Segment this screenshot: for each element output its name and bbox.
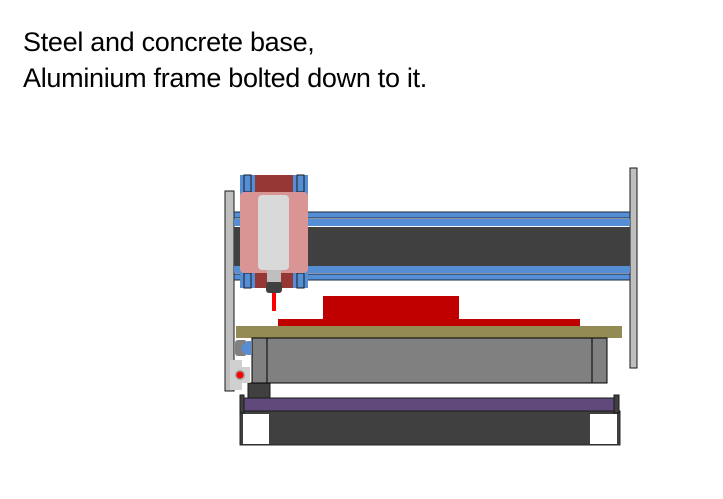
beam-bottom-rail-2: [233, 273, 631, 281]
spindle-collet: [267, 270, 281, 282]
concrete-base: [239, 410, 621, 446]
workpiece-raised: [323, 296, 459, 320]
left-upright: [224, 190, 235, 392]
bearing-block-top-right: [296, 174, 305, 193]
limit-switch: [235, 340, 251, 356]
spoilboard: [236, 326, 622, 338]
beam-top-rail-2: [234, 219, 630, 226]
bed-support-block: [247, 382, 271, 399]
caption-line-1: Steel and concrete base,: [23, 27, 315, 57]
indicator-lamp: [230, 360, 250, 390]
bearing-block-bottom-right: [296, 272, 305, 289]
spindle-nut: [266, 282, 282, 293]
right-upright: [629, 167, 638, 369]
caption-line-2: Aluminium frame bolted down to it.: [23, 63, 427, 93]
beam-top-rail-1: [233, 211, 631, 219]
spindle-carriage[interactable]: [240, 174, 308, 311]
limit-switch-actuator: [241, 343, 247, 354]
workpiece: [278, 296, 580, 326]
spindle: [258, 195, 289, 270]
cutting-tool: [272, 293, 276, 311]
bed-extrusion: [251, 337, 608, 384]
limit-switch-lever: [247, 341, 251, 355]
bearing-block-bottom-left: [243, 272, 252, 289]
lamp-light-icon: [236, 371, 244, 379]
bearing-block-top-left: [243, 174, 252, 193]
beam-bottom-rail-1: [234, 266, 630, 273]
base-right-cutout: [590, 414, 617, 444]
workpiece-base: [278, 319, 580, 326]
steel-rail: [243, 397, 615, 412]
base-left-cutout: [243, 414, 269, 444]
steel-rail-left-post: [239, 394, 245, 414]
steel-rail-right-post: [613, 394, 620, 414]
caption: Steel and concrete base, Aluminium frame…: [23, 24, 427, 96]
